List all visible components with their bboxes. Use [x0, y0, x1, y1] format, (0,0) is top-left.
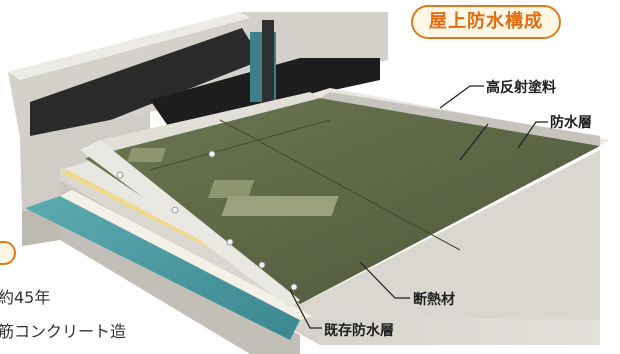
existing-waterproof-layer	[25, 190, 312, 340]
leader-lines	[289, 85, 548, 329]
label-existing-waterproof: 既存防水層	[324, 323, 394, 339]
reflective-coating	[80, 92, 600, 308]
parapet-wall	[8, 12, 388, 152]
diagram-title: 屋上防水構成	[411, 5, 561, 39]
info-badge-stub	[0, 241, 16, 265]
label-insulation: 断熱材	[413, 292, 455, 308]
label-coating: 高反射塗料	[486, 80, 556, 96]
waterproof-membrane	[85, 92, 600, 304]
building-age: 約45年	[0, 288, 51, 307]
anchor-bolts	[116, 150, 298, 291]
label-waterproof-layer: 防水層	[550, 115, 592, 131]
building-structure: 筋コンクリート造	[0, 322, 127, 341]
